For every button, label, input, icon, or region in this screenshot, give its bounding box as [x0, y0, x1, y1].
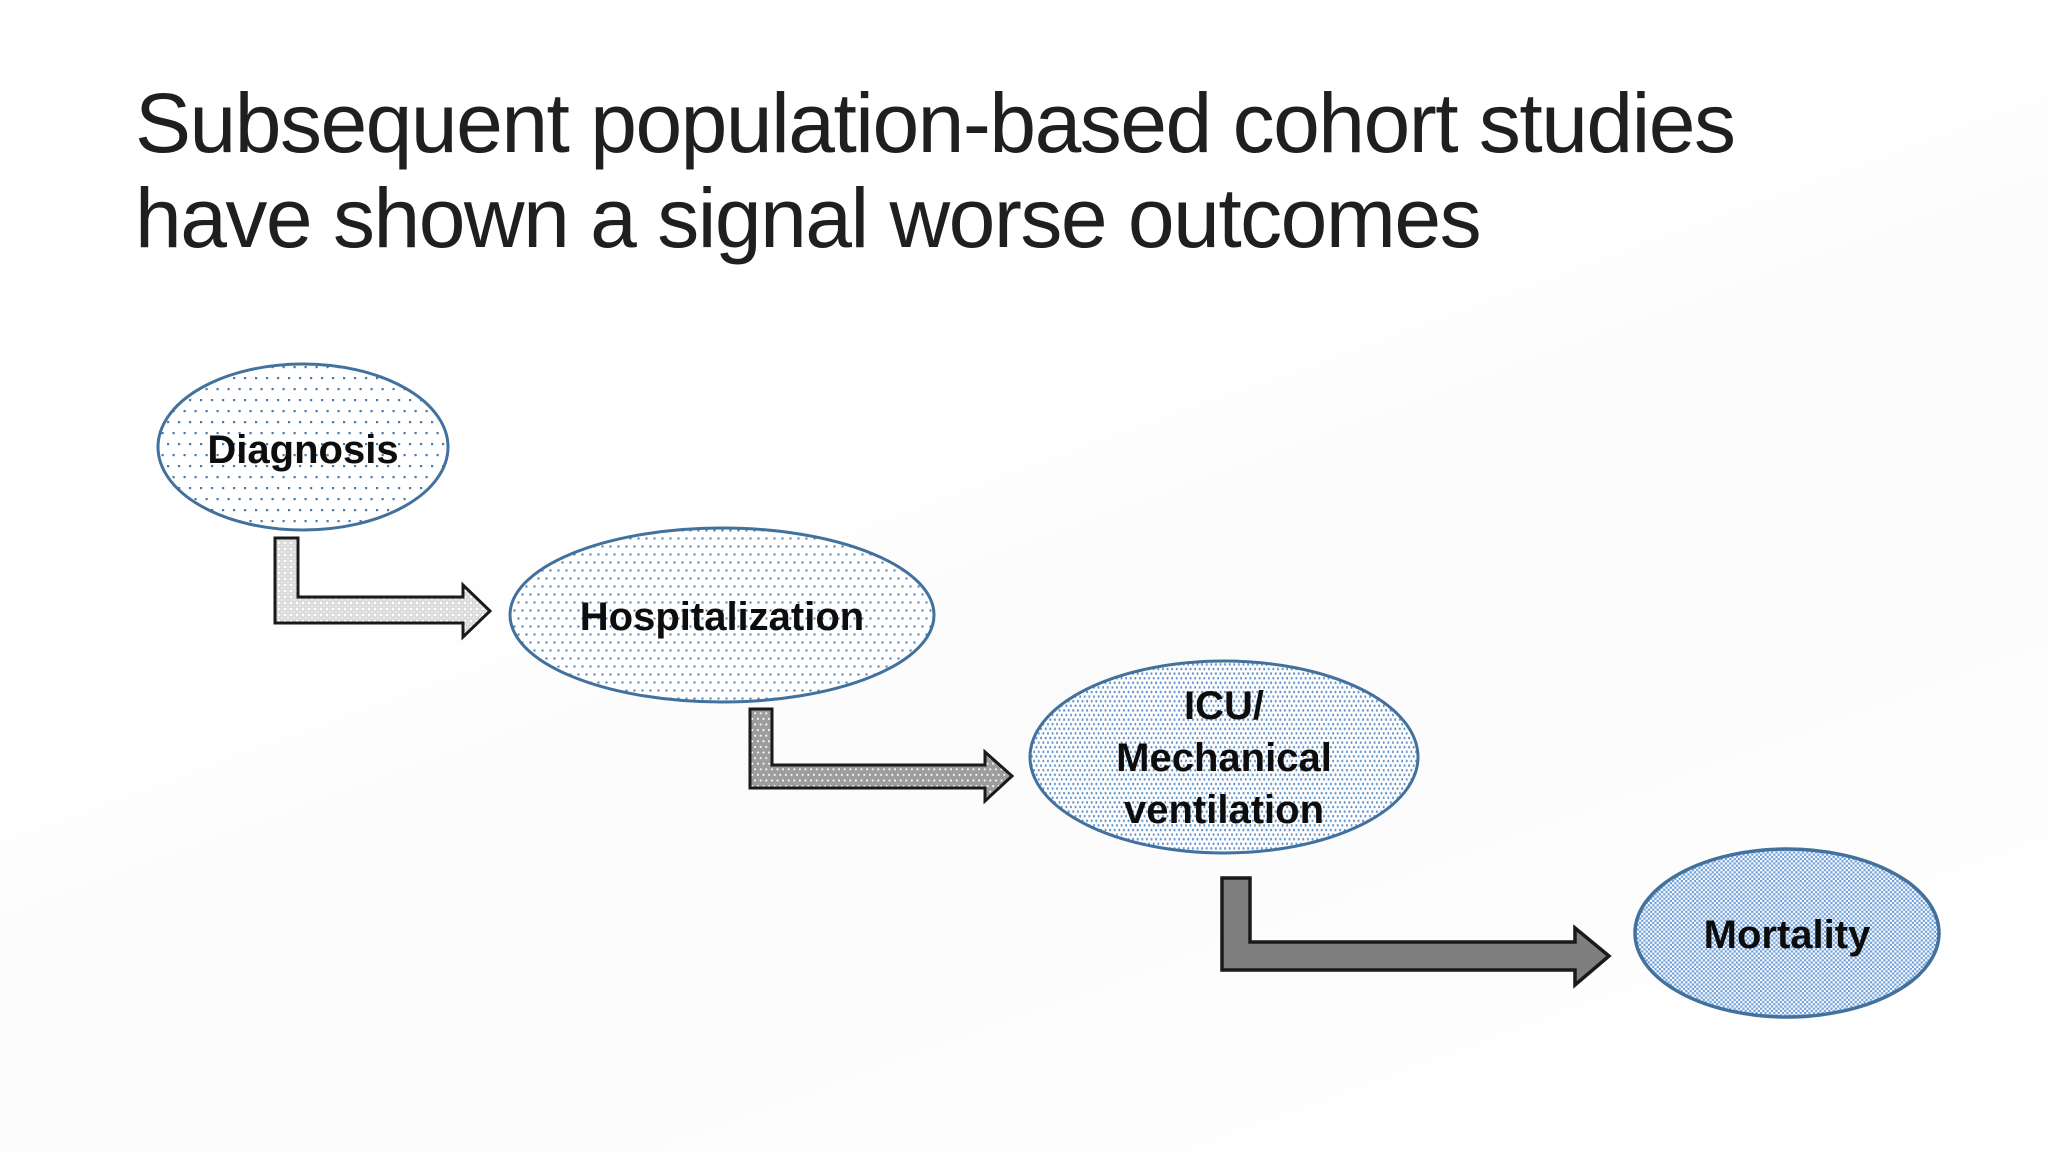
elbow-arrow-light	[273, 536, 493, 641]
node-diagnosis: Diagnosis	[156, 362, 450, 532]
node-hospitalization: Hospitalization	[508, 526, 936, 704]
slide-title: Subsequent population-based cohort studi…	[135, 76, 1736, 266]
hospitalization-ellipse	[508, 526, 936, 704]
node-icu-mechanical-ventilation: ICU/ Mechanical ventilation	[1028, 659, 1420, 855]
connector-icu-to-mortality	[1220, 876, 1612, 989]
icu-label-line2: Mechanical	[1116, 736, 1332, 780]
connector-hospitalization-to-icu	[748, 707, 1015, 805]
mortality-label: Mortality	[1704, 913, 1871, 957]
icu-ellipse	[1028, 659, 1420, 855]
mortality-ellipse	[1633, 847, 1941, 1019]
diagnosis-label: Diagnosis	[207, 428, 398, 472]
diagnosis-ellipse	[156, 362, 450, 532]
slide-title-line1: Subsequent population-based cohort studi…	[135, 76, 1736, 170]
elbow-arrow-medium	[748, 707, 1015, 805]
icu-label-line1: ICU/	[1184, 684, 1264, 728]
elbow-arrow-dark	[1220, 876, 1612, 989]
hospitalization-label: Hospitalization	[580, 595, 864, 639]
node-mortality: Mortality	[1633, 847, 1941, 1019]
connector-diagnosis-to-hospitalization	[273, 536, 493, 641]
icu-label-line3: ventilation	[1124, 788, 1324, 832]
slide-title-line2: have shown a signal worse outcomes	[135, 170, 1482, 265]
